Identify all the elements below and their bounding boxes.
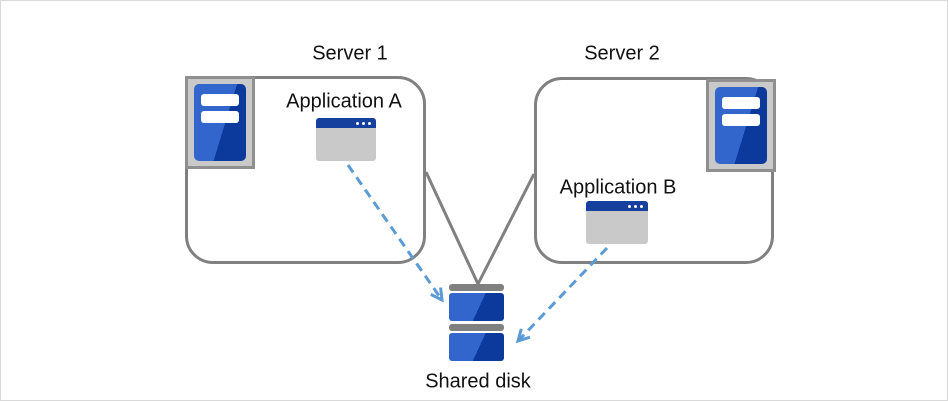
server-tower-icon — [706, 79, 776, 172]
app-window-icon — [586, 201, 648, 244]
app-window-icon — [316, 118, 376, 161]
server-slot — [722, 114, 760, 126]
app-window-titlebar — [586, 201, 648, 211]
server-slot — [201, 111, 239, 123]
server1-label: Server 1 — [312, 42, 388, 65]
disk-cap — [449, 284, 504, 291]
application-a-label: Application A — [286, 90, 402, 113]
shared-disk-label: Shared disk — [425, 370, 531, 393]
connector-server2-to-disk — [476, 173, 536, 285]
server-slot — [722, 97, 760, 109]
titlebar-dot — [356, 121, 359, 125]
titlebar-dot — [634, 204, 637, 208]
server2-label: Server 2 — [584, 42, 660, 65]
app-window-titlebar — [316, 118, 376, 128]
disk-body — [449, 333, 504, 361]
server-slot — [201, 94, 239, 106]
disk-cap — [449, 324, 504, 331]
connector-server1-to-disk — [424, 171, 480, 285]
titlebar-dot — [368, 121, 371, 125]
titlebar-dot — [362, 121, 365, 125]
application-b-label: Application B — [559, 176, 677, 199]
titlebar-dot — [628, 204, 631, 208]
server-tower-icon — [185, 76, 255, 169]
server-tower-body — [715, 87, 767, 164]
titlebar-dot — [640, 204, 643, 208]
disk-stack-icon — [449, 284, 504, 364]
server-tower-body — [194, 84, 246, 161]
disk-body — [449, 293, 504, 321]
